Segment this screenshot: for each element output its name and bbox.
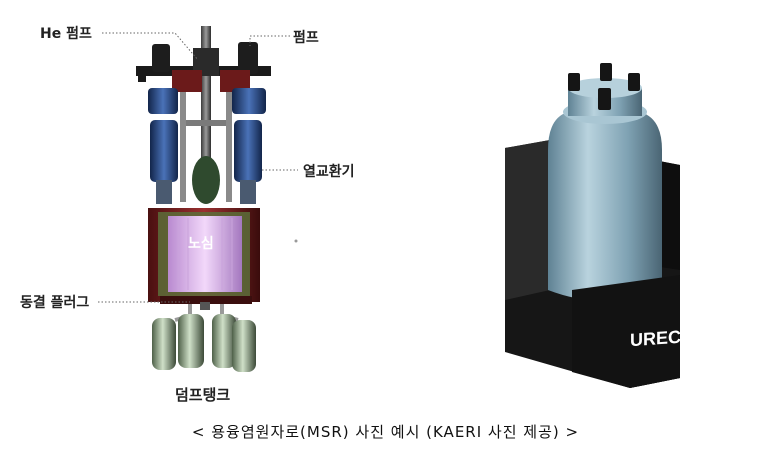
heat-exchanger-left — [150, 120, 178, 182]
pump-motor — [238, 42, 258, 74]
heat-exchanger-right — [234, 120, 262, 182]
msr-reactor-illustration — [136, 26, 271, 372]
label-heat-exchanger: 열교환기 — [303, 164, 355, 180]
central-shaft — [201, 26, 211, 196]
label-freeze-plug: 동결 플러그 — [20, 295, 90, 311]
ureca-knobs — [568, 63, 640, 110]
he-pump-motor — [152, 44, 170, 72]
dump-tanks — [152, 314, 256, 372]
leader-lines — [98, 32, 298, 303]
label-pump: 펌프 — [293, 30, 319, 46]
label-core: 노심 — [188, 236, 214, 252]
figure-caption: < 용융염원자로(MSR) 사진 예시 (KAERI 사진 제공) > — [191, 423, 580, 441]
ureca-vessel — [548, 112, 662, 301]
core-region — [168, 216, 242, 292]
ureca-model — [505, 63, 680, 388]
label-he-pump: He 펌프 — [40, 26, 92, 42]
label-ureca: URECA — [630, 325, 695, 351]
label-dump-tank: 덤프탱크 — [175, 386, 231, 404]
